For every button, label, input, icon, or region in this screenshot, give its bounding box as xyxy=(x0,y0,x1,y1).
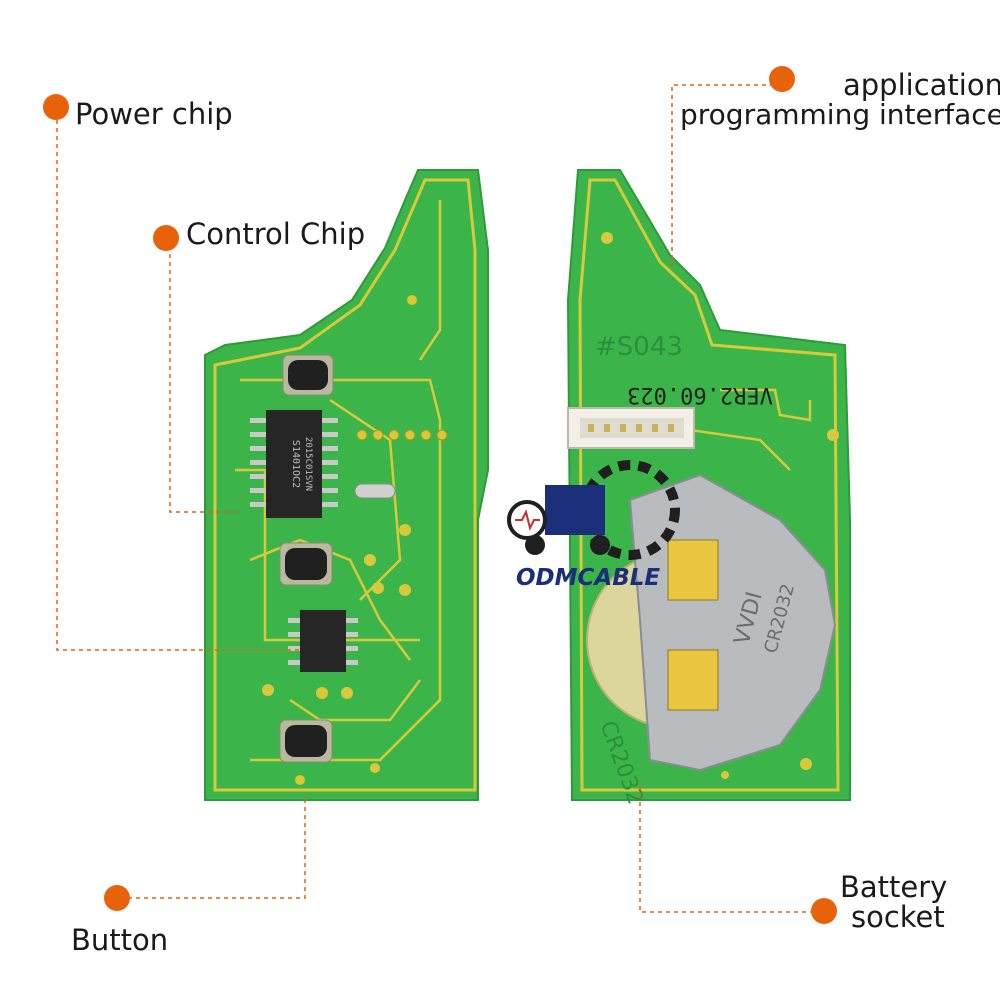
programming-connector xyxy=(567,407,695,449)
label-battery-line1: Battery xyxy=(840,870,948,904)
label-control-chip: Control Chip xyxy=(186,217,366,251)
callout-dot-battery xyxy=(811,898,837,924)
pin-header xyxy=(356,429,448,441)
right-pad-4 xyxy=(721,771,729,779)
label-button: Button xyxy=(71,923,169,957)
leader-power-chip xyxy=(56,120,300,651)
button-top xyxy=(282,354,334,396)
leader-button xyxy=(128,795,306,899)
crystal xyxy=(354,483,396,499)
right-pad-1 xyxy=(601,232,613,244)
right-pad-2 xyxy=(827,429,839,441)
version-marking: VER2.60.023 xyxy=(627,382,773,407)
watermark-text: ODMCABLE xyxy=(516,565,661,591)
right-pad-3 xyxy=(800,758,812,770)
board-id-marking: #S043 xyxy=(595,332,683,362)
label-api-line1: application xyxy=(843,68,1000,102)
leader-api xyxy=(671,84,782,270)
label-api-line2: programming interface xyxy=(680,98,1000,131)
chip-top-marking-2: 2015C01SVN xyxy=(303,437,313,491)
callout-dot-control-chip xyxy=(153,225,179,251)
callout-dot-api xyxy=(769,66,795,92)
button-middle xyxy=(279,542,333,586)
callout-dot-power-chip xyxy=(43,94,69,120)
label-power-chip: Power chip xyxy=(75,97,233,131)
chip-top-marking: S1401OC2 xyxy=(290,440,301,488)
callout-dot-button xyxy=(104,885,130,911)
leader-control-chip xyxy=(169,238,240,513)
button-bottom xyxy=(279,719,333,763)
label-battery-line2: socket xyxy=(851,900,945,934)
solder-pads xyxy=(262,295,417,785)
odmcable-logo-icon xyxy=(507,460,680,560)
left-pcb-board xyxy=(204,169,489,801)
power-chip: S1401OC2 2015C01SVN xyxy=(250,410,338,518)
battery-socket: VVDI CR2032 xyxy=(586,473,837,772)
leader-lines xyxy=(56,84,822,913)
control-chip xyxy=(288,610,358,672)
